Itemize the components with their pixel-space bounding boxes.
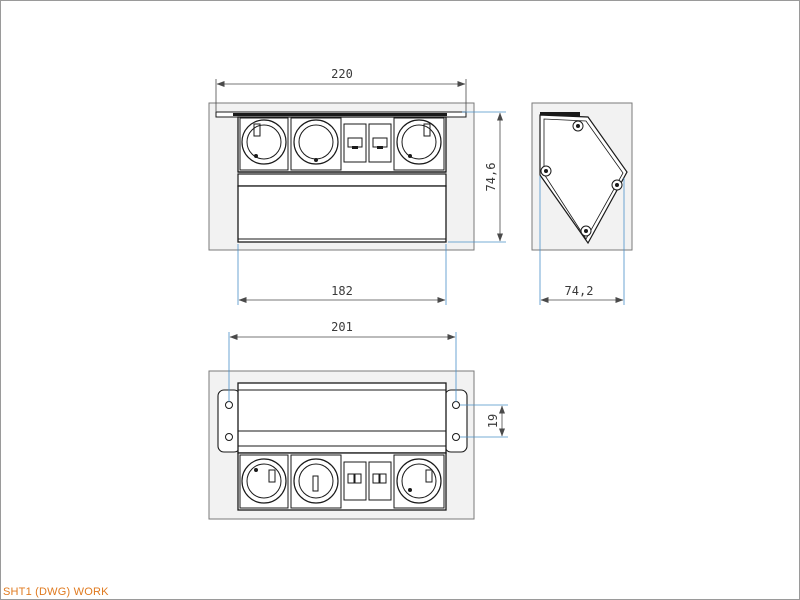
dimension-19-label: 19: [486, 414, 500, 428]
dimension-74-2-label: 74,2: [565, 284, 594, 298]
dimension-74-6: 74,6: [448, 111, 506, 243]
side-screw-1: [572, 120, 584, 132]
sheet-label: SHT1 (DWG) WORK: [3, 586, 109, 598]
dimension-74-6-label: 74,6: [484, 163, 498, 192]
dimension-182: 182: [237, 244, 447, 305]
front-lower-body: [237, 173, 447, 187]
front-lower-box: [237, 185, 447, 243]
front-view: 220 182 74,6: [208, 67, 506, 305]
dimension-74-2: 74,2: [539, 176, 625, 305]
front-flange-strip: [233, 113, 447, 116]
dimension-220: 220: [215, 67, 467, 112]
side-screw-2: [540, 165, 552, 177]
top-body: [237, 382, 447, 454]
front-socket-3: [393, 117, 445, 171]
front-data-port-2: [368, 123, 392, 163]
top-socket-2: [290, 454, 342, 509]
side-view: 74,2: [531, 102, 633, 305]
dimension-19: 19: [460, 404, 508, 438]
front-socket-1: [239, 117, 289, 171]
top-data-port-2: [368, 461, 392, 501]
top-view: 201 19: [208, 320, 508, 520]
dimension-201: 201: [228, 320, 457, 402]
front-data-port-1: [343, 123, 367, 163]
side-flange: [540, 112, 580, 117]
top-data-port-1: [343, 461, 367, 501]
top-socket-3: [393, 454, 445, 509]
dimension-182-label: 182: [331, 284, 353, 298]
front-socket-2: [290, 117, 342, 171]
dimension-201-label: 201: [331, 320, 353, 334]
dimension-220-label: 220: [331, 67, 353, 81]
top-socket-1: [239, 454, 289, 509]
side-profile: [539, 114, 628, 245]
side-screw-4: [580, 225, 592, 237]
side-screw-3: [611, 179, 623, 191]
